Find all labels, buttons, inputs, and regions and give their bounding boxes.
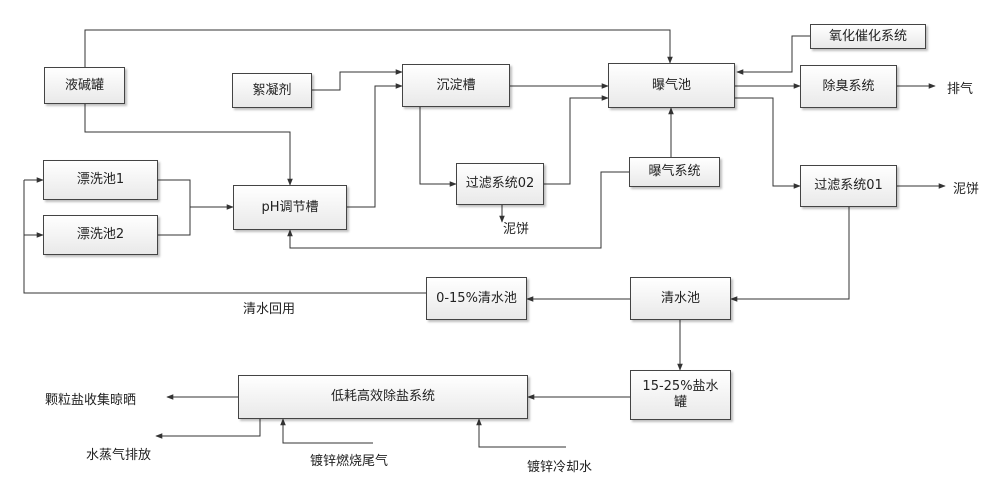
node-caustic-tank: 液碱罐 <box>44 67 125 104</box>
node-rinse-1: 漂洗池1 <box>43 160 158 200</box>
connector-oxidation-to-aeration <box>736 35 810 75</box>
node-clear-small: 0-15%清水池 <box>426 277 527 320</box>
connector-filter01-to-clear <box>730 207 850 302</box>
label-galv-exhaust: 镀锌燃烧尾气 <box>310 454 389 469</box>
label-mud-cake-filter01: 泥饼 <box>953 182 980 197</box>
label-galv-cooling: 镀锌冷却水 <box>527 460 593 475</box>
label-salt-collect: 颗粒盐收集晾晒 <box>45 393 137 408</box>
node-filter-02: 过滤系统02 <box>456 163 544 205</box>
label-exhaust: 排气 <box>947 82 974 97</box>
node-clear-pool: 清水池 <box>630 277 731 320</box>
node-oxidation-catalysis: 氧化催化系统 <box>810 24 926 49</box>
node-flocculant: 絮凝剂 <box>232 73 312 108</box>
connector-caustic-to-aeration <box>84 29 673 67</box>
node-ph-tank: pH调节槽 <box>233 185 347 230</box>
label-clear-reuse: 清水回用 <box>243 302 296 317</box>
node-filter-01: 过滤系统01 <box>800 165 897 207</box>
connector-filter02-to-aeration <box>544 95 609 185</box>
label-steam-discharge: 水蒸气排放 <box>86 448 152 463</box>
connector-flocculant-to-settling <box>312 69 403 91</box>
connector-rinse-to-ph <box>158 179 233 236</box>
connector-clearsmall-return <box>23 180 426 294</box>
node-brine-tank: 15-25%盐水罐 <box>630 370 731 420</box>
connector-galv-exhaust-to-desal <box>280 418 373 444</box>
node-aeration-tank: 曝气池 <box>608 63 735 108</box>
connector-desal-to-steam <box>155 418 261 439</box>
node-aeration-system: 曝气系统 <box>629 157 720 187</box>
node-desalination: 低耗高效除盐系统 <box>238 375 528 419</box>
label-mud-cake-filter02: 泥饼 <box>503 222 530 237</box>
connector-aerationsys-to-ph <box>287 171 629 249</box>
node-rinse-2: 漂洗池2 <box>43 215 158 255</box>
connector-settling-to-filter02 <box>419 107 457 187</box>
connector-aeration-to-filter01 <box>735 97 801 189</box>
connector-ph-to-settling <box>347 83 403 208</box>
connector-galv-cooling-to-desal <box>476 418 566 448</box>
node-settling-tank: 沉淀槽 <box>402 64 510 107</box>
connector-caustic-to-ph <box>84 104 293 186</box>
node-deodor: 除臭系统 <box>800 65 897 108</box>
